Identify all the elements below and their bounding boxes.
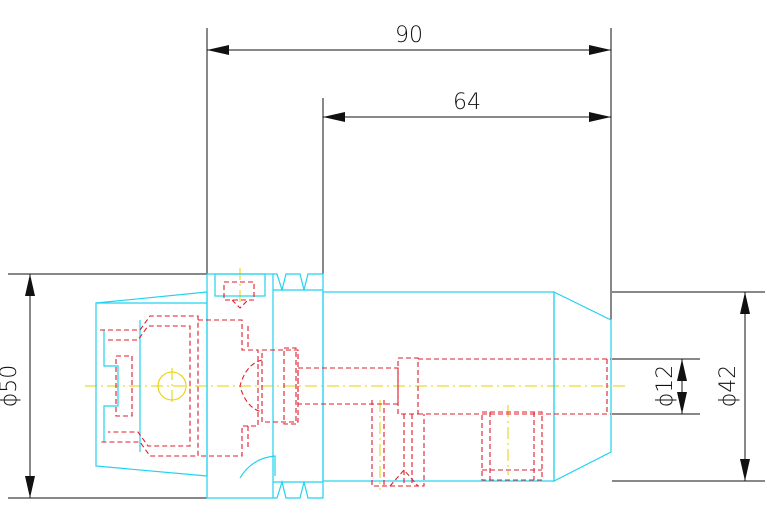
arrowhead-top — [25, 274, 35, 296]
dimension-90: 90 — [206, 23, 612, 325]
dimension-64: 64 — [322, 90, 611, 290]
dimension-label-phi12: ϕ12 — [653, 365, 678, 408]
arrowhead-bottom — [677, 392, 687, 414]
nose-taper — [553, 291, 612, 482]
dimension-label-64: 64 — [453, 90, 481, 115]
drive-slot — [239, 455, 276, 479]
arrowhead-top — [677, 359, 687, 381]
dimension-phi42: ϕ42 — [612, 291, 765, 482]
arrowhead-top — [740, 292, 750, 314]
arrowhead-bottom — [740, 459, 750, 481]
dimension-phi12: ϕ12 — [612, 358, 700, 415]
dimension-label-phi50: ϕ50 — [0, 365, 22, 408]
centerlines — [85, 268, 625, 490]
dimension-phi50: ϕ50 — [0, 273, 210, 499]
taper-shank-top — [95, 302, 208, 477]
dimension-label-phi42: ϕ42 — [716, 365, 741, 408]
arrowhead-left — [207, 45, 229, 55]
tool-holder-outline — [95, 273, 612, 499]
cross-hole — [157, 371, 187, 401]
dimension-label-90: 90 — [395, 23, 423, 48]
flange-key — [214, 273, 266, 297]
arrowhead-left — [323, 112, 345, 122]
arrowhead-right — [589, 45, 611, 55]
hidden-features — [100, 281, 611, 487]
arrowhead-bottom — [25, 476, 35, 498]
arrowhead-right — [589, 112, 611, 122]
